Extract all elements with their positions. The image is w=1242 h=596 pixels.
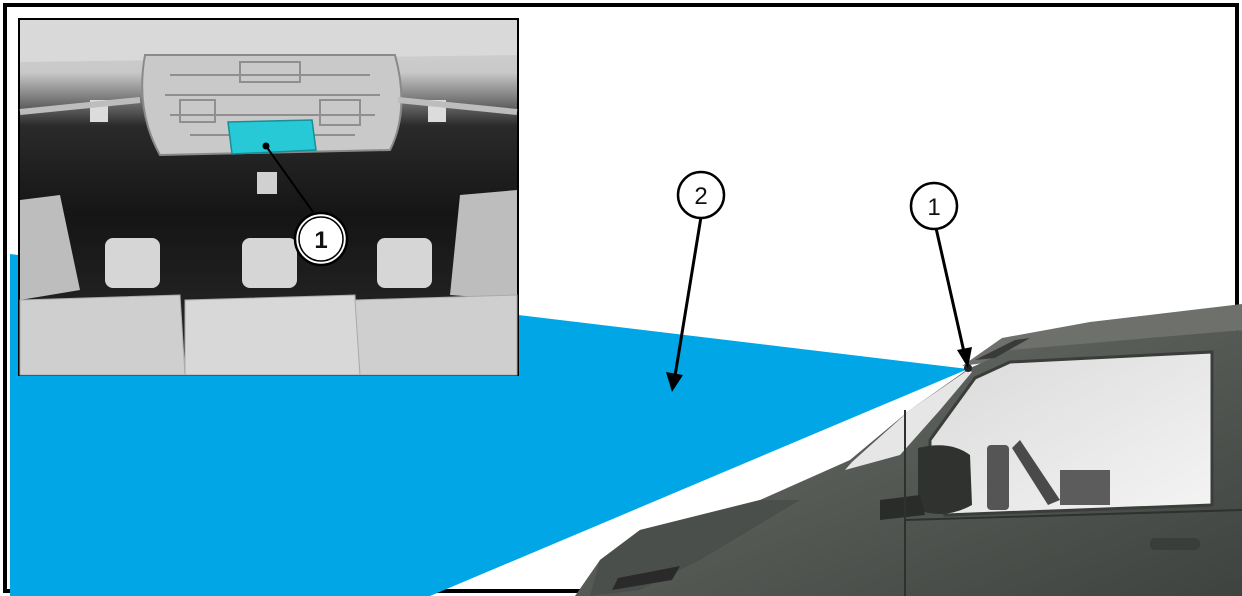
callout-main-1: 1 xyxy=(911,183,957,229)
callout-main-1-label: 1 xyxy=(927,194,940,221)
side-mirror xyxy=(918,445,972,514)
sensor-module xyxy=(228,120,316,154)
inset-cabin-view xyxy=(19,19,518,375)
callout-main-2-label: 2 xyxy=(694,183,707,210)
leader-dot-inset-1 xyxy=(263,143,270,150)
door-handle xyxy=(1150,538,1200,550)
callout-main-2: 2 xyxy=(678,172,724,218)
callout-inset-1-label: 1 xyxy=(314,227,327,254)
callout-inset-1: 1 xyxy=(295,213,347,265)
